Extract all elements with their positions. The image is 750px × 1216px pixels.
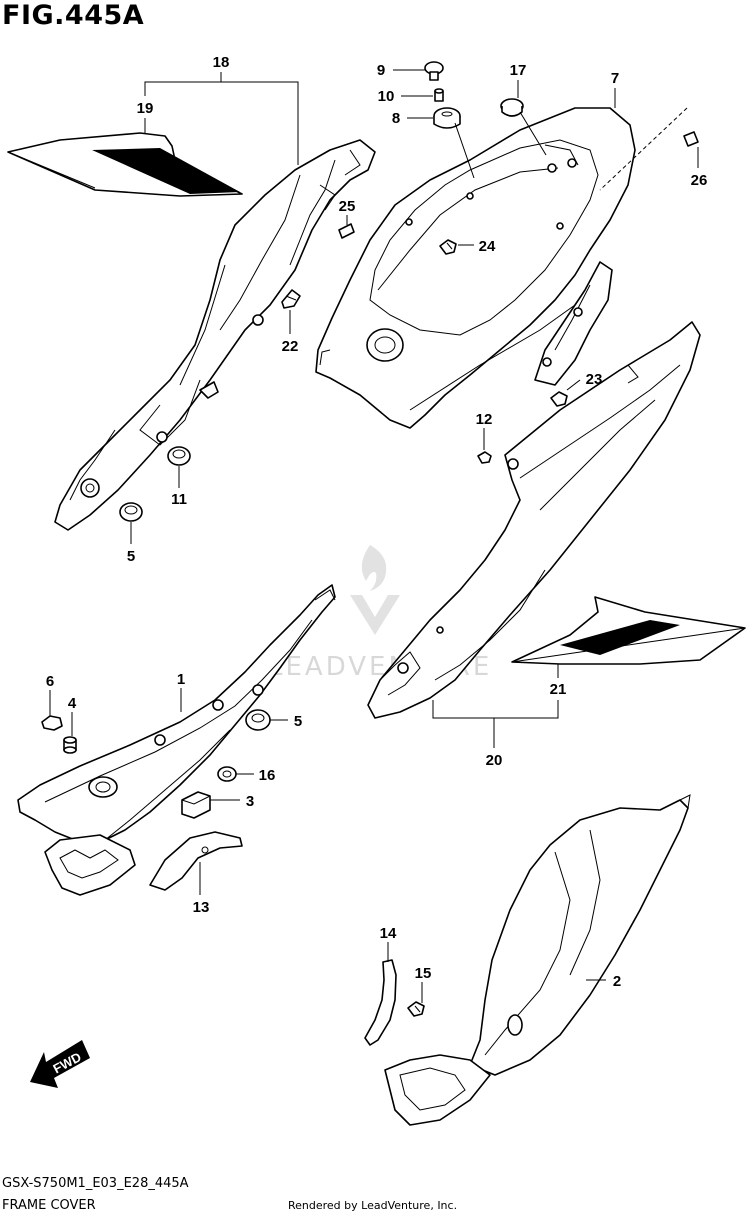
part-13-bracket	[149, 831, 243, 891]
callout-26: 26	[691, 172, 708, 189]
fwd-arrow-icon: FWD	[30, 1040, 90, 1088]
callout-17: 17	[510, 62, 527, 79]
part-20-side-cover	[367, 321, 701, 719]
part-1-frame-cover	[17, 584, 336, 896]
part-4-collar	[63, 736, 77, 754]
callout-3: 3	[246, 793, 254, 810]
part-25-pad	[338, 223, 355, 239]
part-26-pad	[683, 131, 699, 147]
part-18-tail-cover	[54, 139, 376, 531]
callout-6: 6	[46, 673, 54, 690]
callout-4: 4	[68, 695, 77, 712]
callout-21: 21	[550, 681, 567, 698]
part-8-cushion	[433, 107, 461, 129]
callout-1: 1	[177, 671, 185, 688]
part-17-grommet	[500, 98, 524, 117]
callout-14: 14	[380, 925, 397, 942]
part-19-decal	[7, 132, 243, 197]
part-3-block	[181, 791, 211, 819]
part-14-bracket	[364, 959, 397, 1046]
figure-title: FIG.445A	[2, 0, 145, 31]
callout-5-upper: 5	[127, 548, 135, 565]
callout-20: 20	[486, 752, 503, 769]
part-5-grommet-lower	[245, 709, 271, 731]
render-credit: Rendered by LeadVenture, Inc.	[288, 1199, 458, 1212]
figure-name: FRAME COVER	[2, 1198, 96, 1213]
part-12-screw	[477, 451, 492, 464]
svg-text:FWD: FWD	[51, 1049, 84, 1076]
callout-11: 11	[171, 491, 187, 508]
part-22-clip	[281, 289, 301, 309]
model-code: GSX-S750M1_E03_E28_445A	[2, 1176, 189, 1191]
callout-24: 24	[479, 238, 496, 255]
part-16-washer	[217, 766, 237, 782]
callout-22: 22	[282, 338, 299, 355]
callout-labels: 18 19 9 10 8 17 7 25 26 24 22 23 12 11 5…	[46, 54, 708, 990]
callout-9: 9	[377, 62, 385, 79]
callout-18: 18	[213, 54, 230, 71]
part-23-screw	[550, 391, 568, 407]
callout-12: 12	[476, 411, 493, 428]
callout-16: 16	[259, 767, 276, 784]
callout-2: 2	[613, 973, 621, 990]
callout-8: 8	[392, 110, 400, 127]
callout-23: 23	[586, 371, 603, 388]
callout-15: 15	[415, 965, 432, 982]
part-24-screw	[439, 239, 457, 255]
part-9-bolt	[424, 61, 444, 81]
callout-19: 19	[137, 100, 154, 117]
part-2-side-cover	[384, 794, 691, 1126]
callout-5-lower: 5	[294, 713, 302, 730]
part-21-decal	[511, 596, 746, 665]
part-15-screw	[407, 1001, 425, 1017]
callout-25: 25	[339, 198, 356, 215]
leader-lines	[49, 69, 699, 1003]
part-6-bolt	[41, 715, 63, 731]
callout-10: 10	[378, 88, 395, 105]
part-7-rear-cover	[315, 107, 636, 429]
part-11-grommet	[167, 446, 191, 466]
callout-13: 13	[193, 899, 210, 916]
part-5-grommet-upper	[119, 502, 143, 522]
callout-7: 7	[611, 70, 619, 87]
part-10-collar	[434, 88, 444, 102]
